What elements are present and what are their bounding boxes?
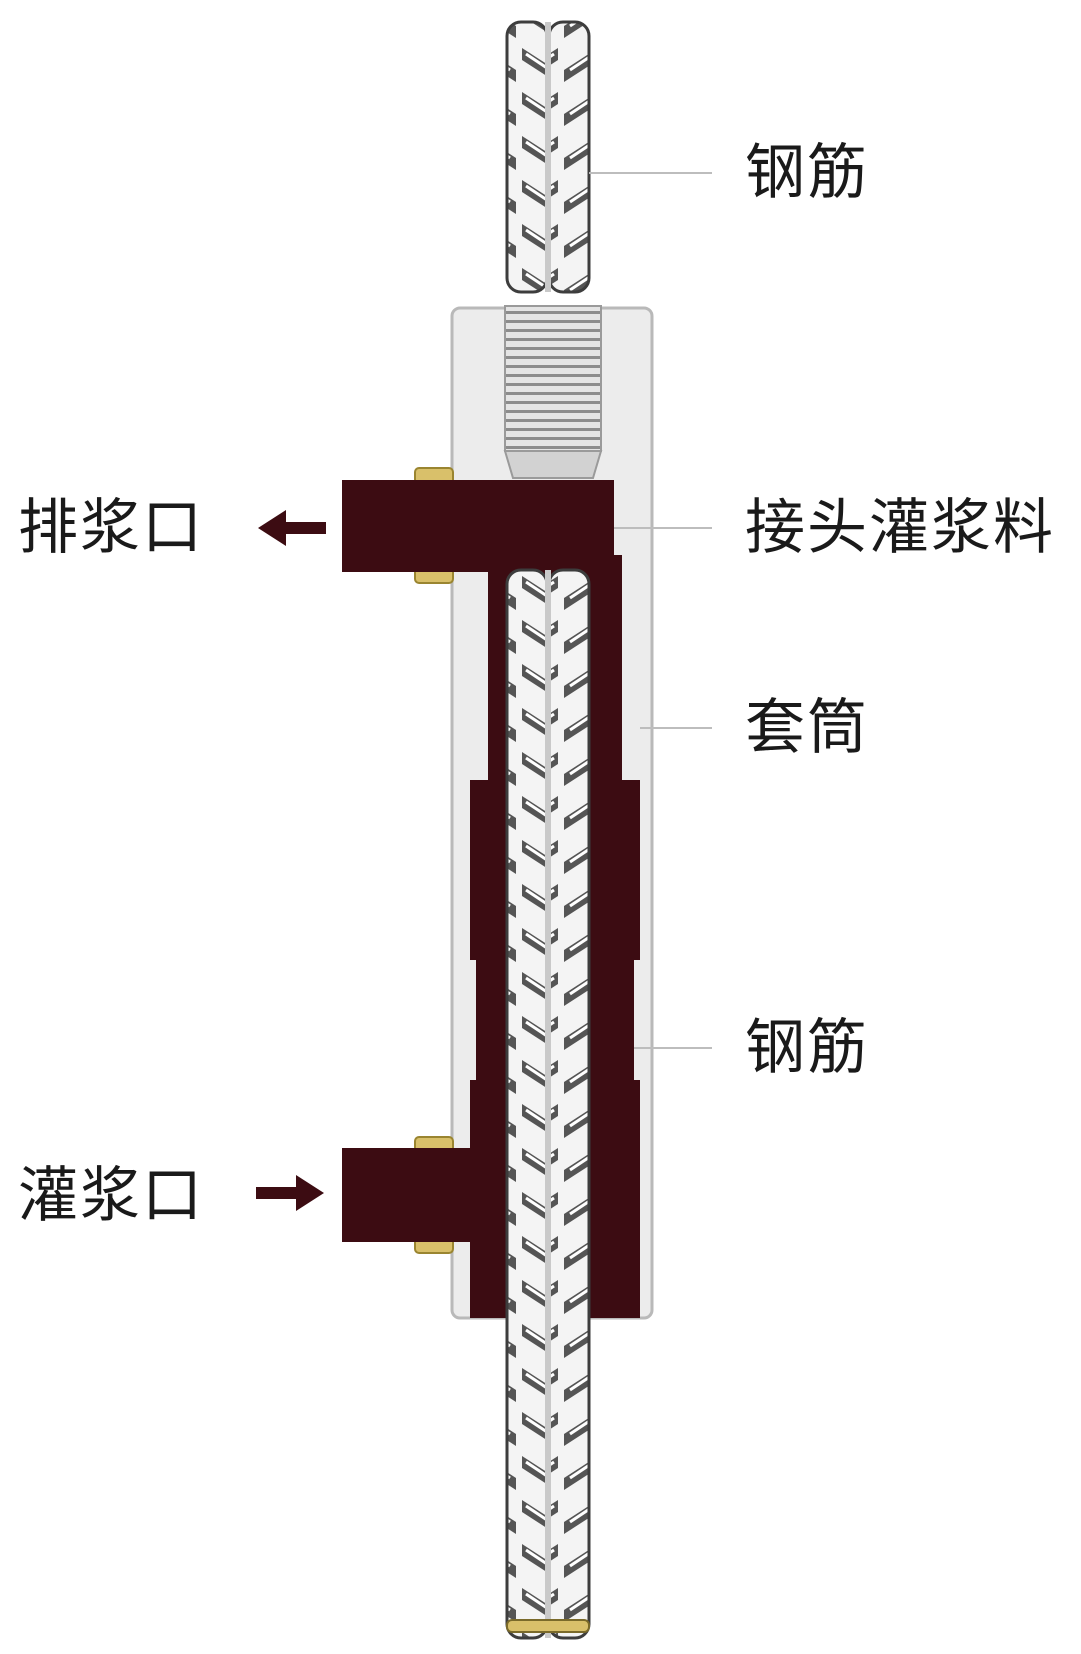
leader-lines [589,172,712,1049]
inlet-arrow [256,1175,324,1211]
rebar-bottom [505,568,591,1640]
label-joint-grout: 接头灌浆料 [745,493,1055,563]
label-rebar-bottom: 钢筋 [745,1013,869,1083]
rebar-top [505,20,591,294]
label-outlet: 排浆口 [18,493,204,563]
threaded-section [504,305,602,452]
outlet-arrow [258,510,326,546]
inlet-port [342,1136,478,1254]
label-rebar-top: 钢筋 [745,138,869,208]
thread-taper [503,450,603,479]
label-inlet: 灌浆口 [18,1161,204,1231]
outlet-port [342,467,502,584]
label-sleeve: 套筒 [745,693,869,763]
